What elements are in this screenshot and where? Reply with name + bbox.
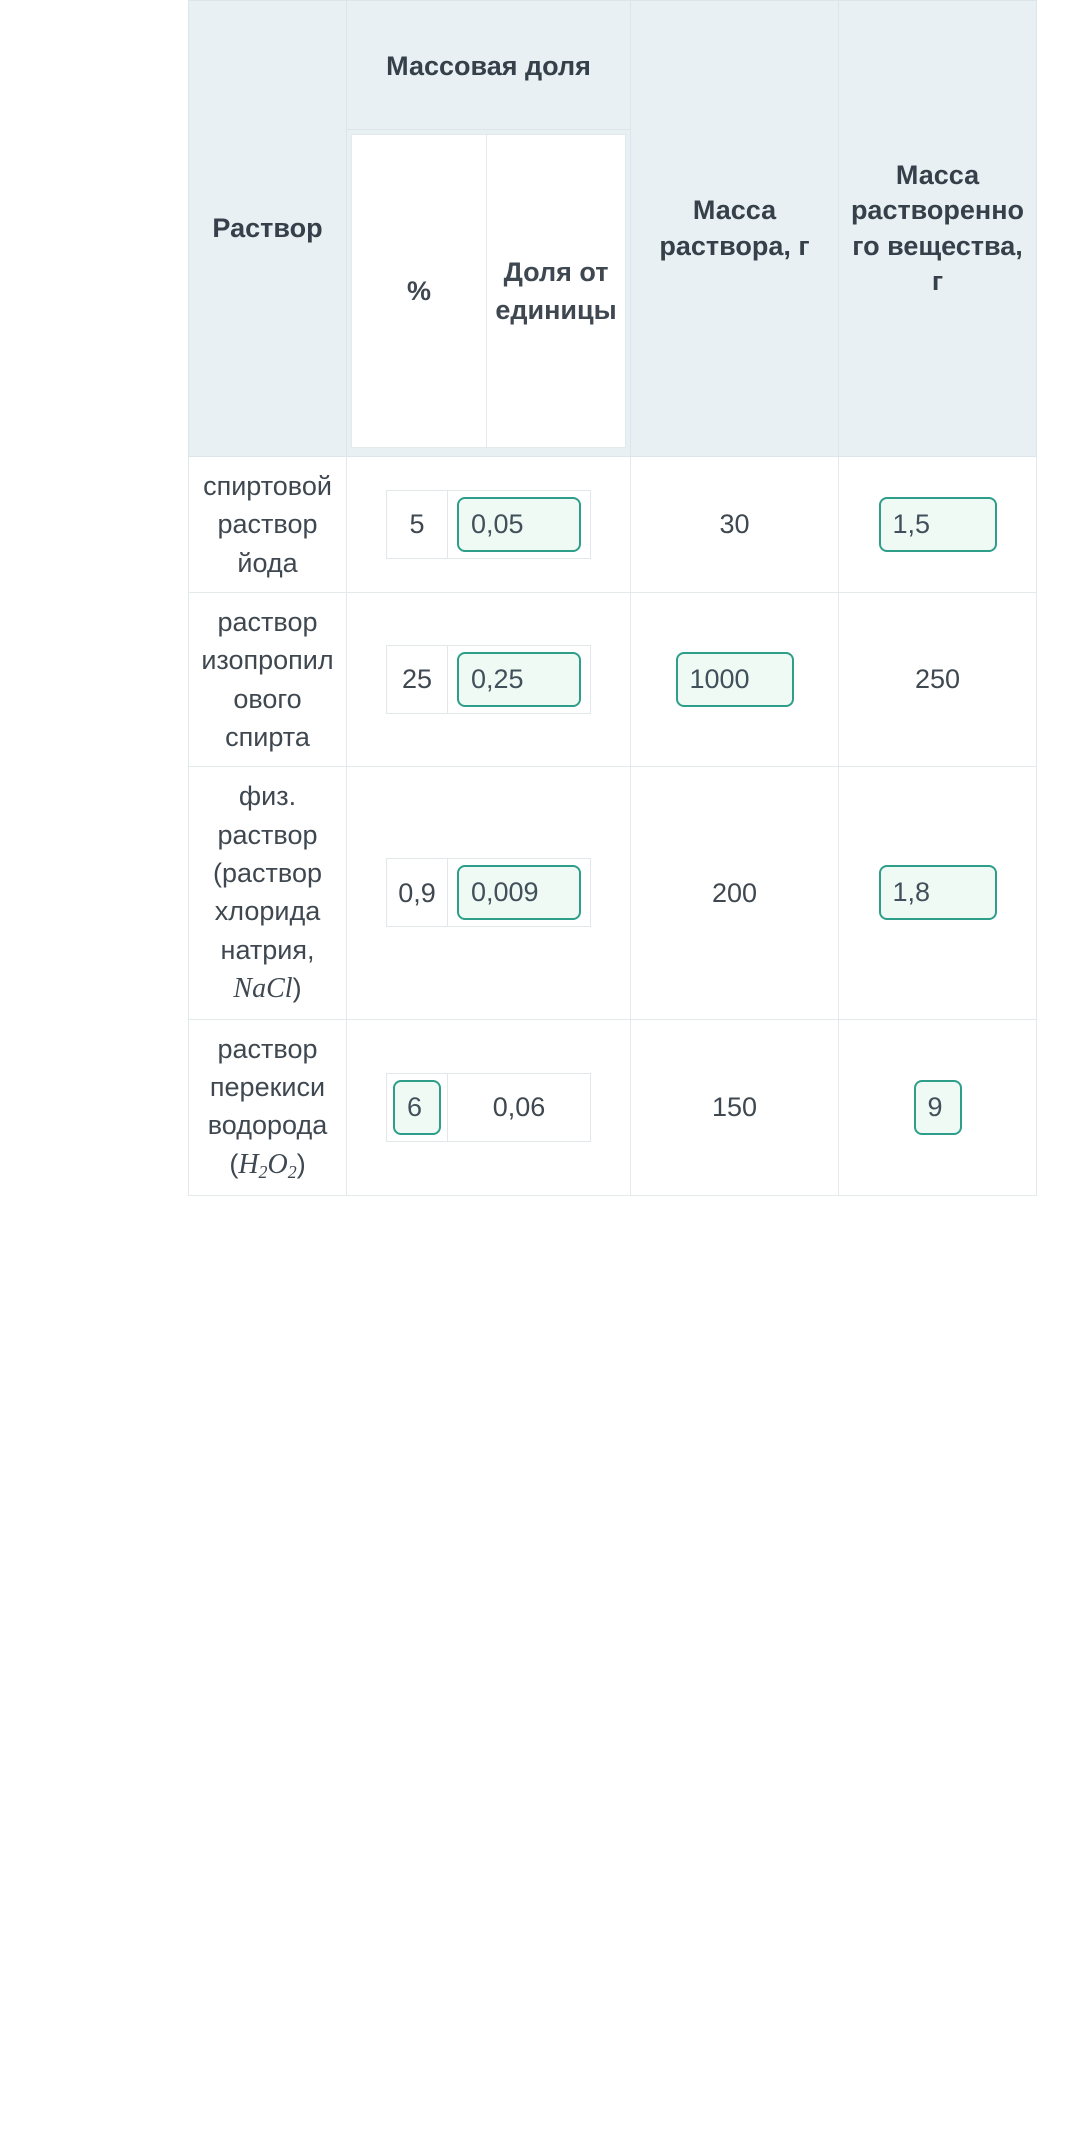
cell-mass-fraction: 0,9 0,009 [346, 766, 631, 1020]
header-percent: % [351, 134, 487, 448]
table-header: Раствор Массовая доля Масса раствора, г … [188, 0, 1037, 457]
chemical-formula-nacl: NaCl [233, 972, 293, 1004]
cell-percent-value: 5 [386, 489, 448, 559]
header-mass-fraction-group: Массовая доля [346, 0, 631, 130]
cell-unit-fraction-value: 0,05 [447, 489, 591, 559]
cell-mass-fraction: 25 0,25 [346, 591, 631, 768]
header-substance-mass: Масса растворенного вещества, г [838, 0, 1037, 457]
cell-solution-mass: 30 [630, 456, 839, 593]
cell-solution-name: физ. раствор (раствор хлорида натрия, Na… [188, 766, 347, 1020]
substance-mass-input[interactable]: 1,8 [878, 865, 997, 921]
cell-substance-mass: 250 [838, 591, 1037, 768]
solution-mass-input[interactable]: 1000 [675, 652, 794, 708]
cell-substance-mass: 1,8 [838, 766, 1037, 1020]
solution-name-text: раствор перекиси водорода ( [207, 1033, 328, 1179]
solution-name-text: спиртовой раствор йода [203, 471, 332, 578]
fraction-pair: 6 0,06 [386, 1072, 591, 1142]
solution-mass-static-text: 200 [711, 877, 758, 908]
percent-static-text: 0,9 [398, 877, 436, 908]
cell-solution-name: спиртовой раствор йода [188, 456, 347, 593]
percent-static-text: 5 [409, 509, 425, 540]
cell-substance-mass: 9 [838, 1018, 1037, 1197]
fraction-pair: 25 0,25 [386, 645, 591, 715]
solution-name-text: раствор изопропилового спирта [201, 606, 334, 752]
cell-substance-mass: 1,5 [838, 456, 1037, 593]
fraction-input[interactable]: 0,25 [457, 652, 581, 708]
solution-name-suffix: ) [292, 972, 302, 1003]
table-row: раствор изопропилового спирта 25 0,25 [188, 591, 1037, 768]
substance-mass-input[interactable]: 9 [913, 1079, 962, 1135]
fraction-input[interactable]: 0,05 [457, 496, 581, 552]
cell-solution-name: раствор перекиси водорода (H2O2) [188, 1018, 347, 1197]
cell-percent-value: 6 [386, 1072, 448, 1142]
substance-mass-static-text: 250 [914, 664, 961, 695]
cell-mass-fraction: 6 0,06 [346, 1018, 631, 1197]
cell-solution-mass: 1000 [630, 591, 839, 768]
header-row-sub: % Доля от единицы [189, 129, 1037, 457]
cell-unit-fraction-value: 0,009 [447, 858, 591, 928]
cell-solution-name: раствор изопропилового спирта [188, 591, 347, 768]
solution-mass-static-text: 150 [711, 1092, 758, 1123]
header-solution-mass: Масса раствора, г [630, 0, 839, 457]
cell-unit-fraction-value: 0,06 [447, 1072, 591, 1142]
header-solution: Раствор [188, 0, 347, 457]
cell-unit-fraction-value: 0,25 [447, 645, 591, 715]
table-row: спиртовой раствор йода 5 0,05 [188, 456, 1037, 593]
substance-mass-input[interactable]: 1,5 [878, 496, 997, 552]
solution-name-suffix: ) [296, 1148, 306, 1179]
fraction-pair: 0,9 0,009 [386, 858, 591, 928]
cell-solution-mass: 150 [630, 1018, 839, 1197]
header-row-top: Раствор Массовая доля Масса раствора, г … [188, 0, 1037, 457]
fraction-static-text: 0,06 [492, 1092, 546, 1123]
cell-mass-fraction: 5 0,05 [346, 456, 631, 593]
table-body: спиртовой раствор йода 5 0,05 [188, 456, 1037, 1197]
percent-input[interactable]: 6 [393, 1079, 441, 1135]
table-row: физ. раствор (раствор хлорида натрия, Na… [188, 766, 1037, 1020]
mass-fraction-subheader: % Доля от единицы [351, 134, 626, 448]
solutions-table: Раствор Массовая доля Масса раствора, г … [188, 0, 1037, 1197]
table-row: раствор перекиси водорода (H2O2) 6 0,06 [188, 1018, 1037, 1197]
header-subgroup-cell: % Доля от единицы [346, 129, 631, 457]
chemical-formula-h2o2: H2O2 [238, 1148, 297, 1182]
cell-percent-value: 0,9 [386, 858, 448, 928]
cell-solution-mass: 200 [630, 766, 839, 1020]
solution-mass-static-text: 30 [719, 509, 750, 540]
fraction-input[interactable]: 0,009 [457, 865, 581, 921]
header-unit-fraction: Доля от единицы [486, 134, 626, 448]
cell-percent-value: 25 [386, 645, 448, 715]
solution-name-text: физ. раствор (раствор хлорида натрия, [213, 781, 322, 965]
percent-static-text: 25 [401, 664, 433, 695]
fraction-pair: 5 0,05 [386, 489, 591, 559]
